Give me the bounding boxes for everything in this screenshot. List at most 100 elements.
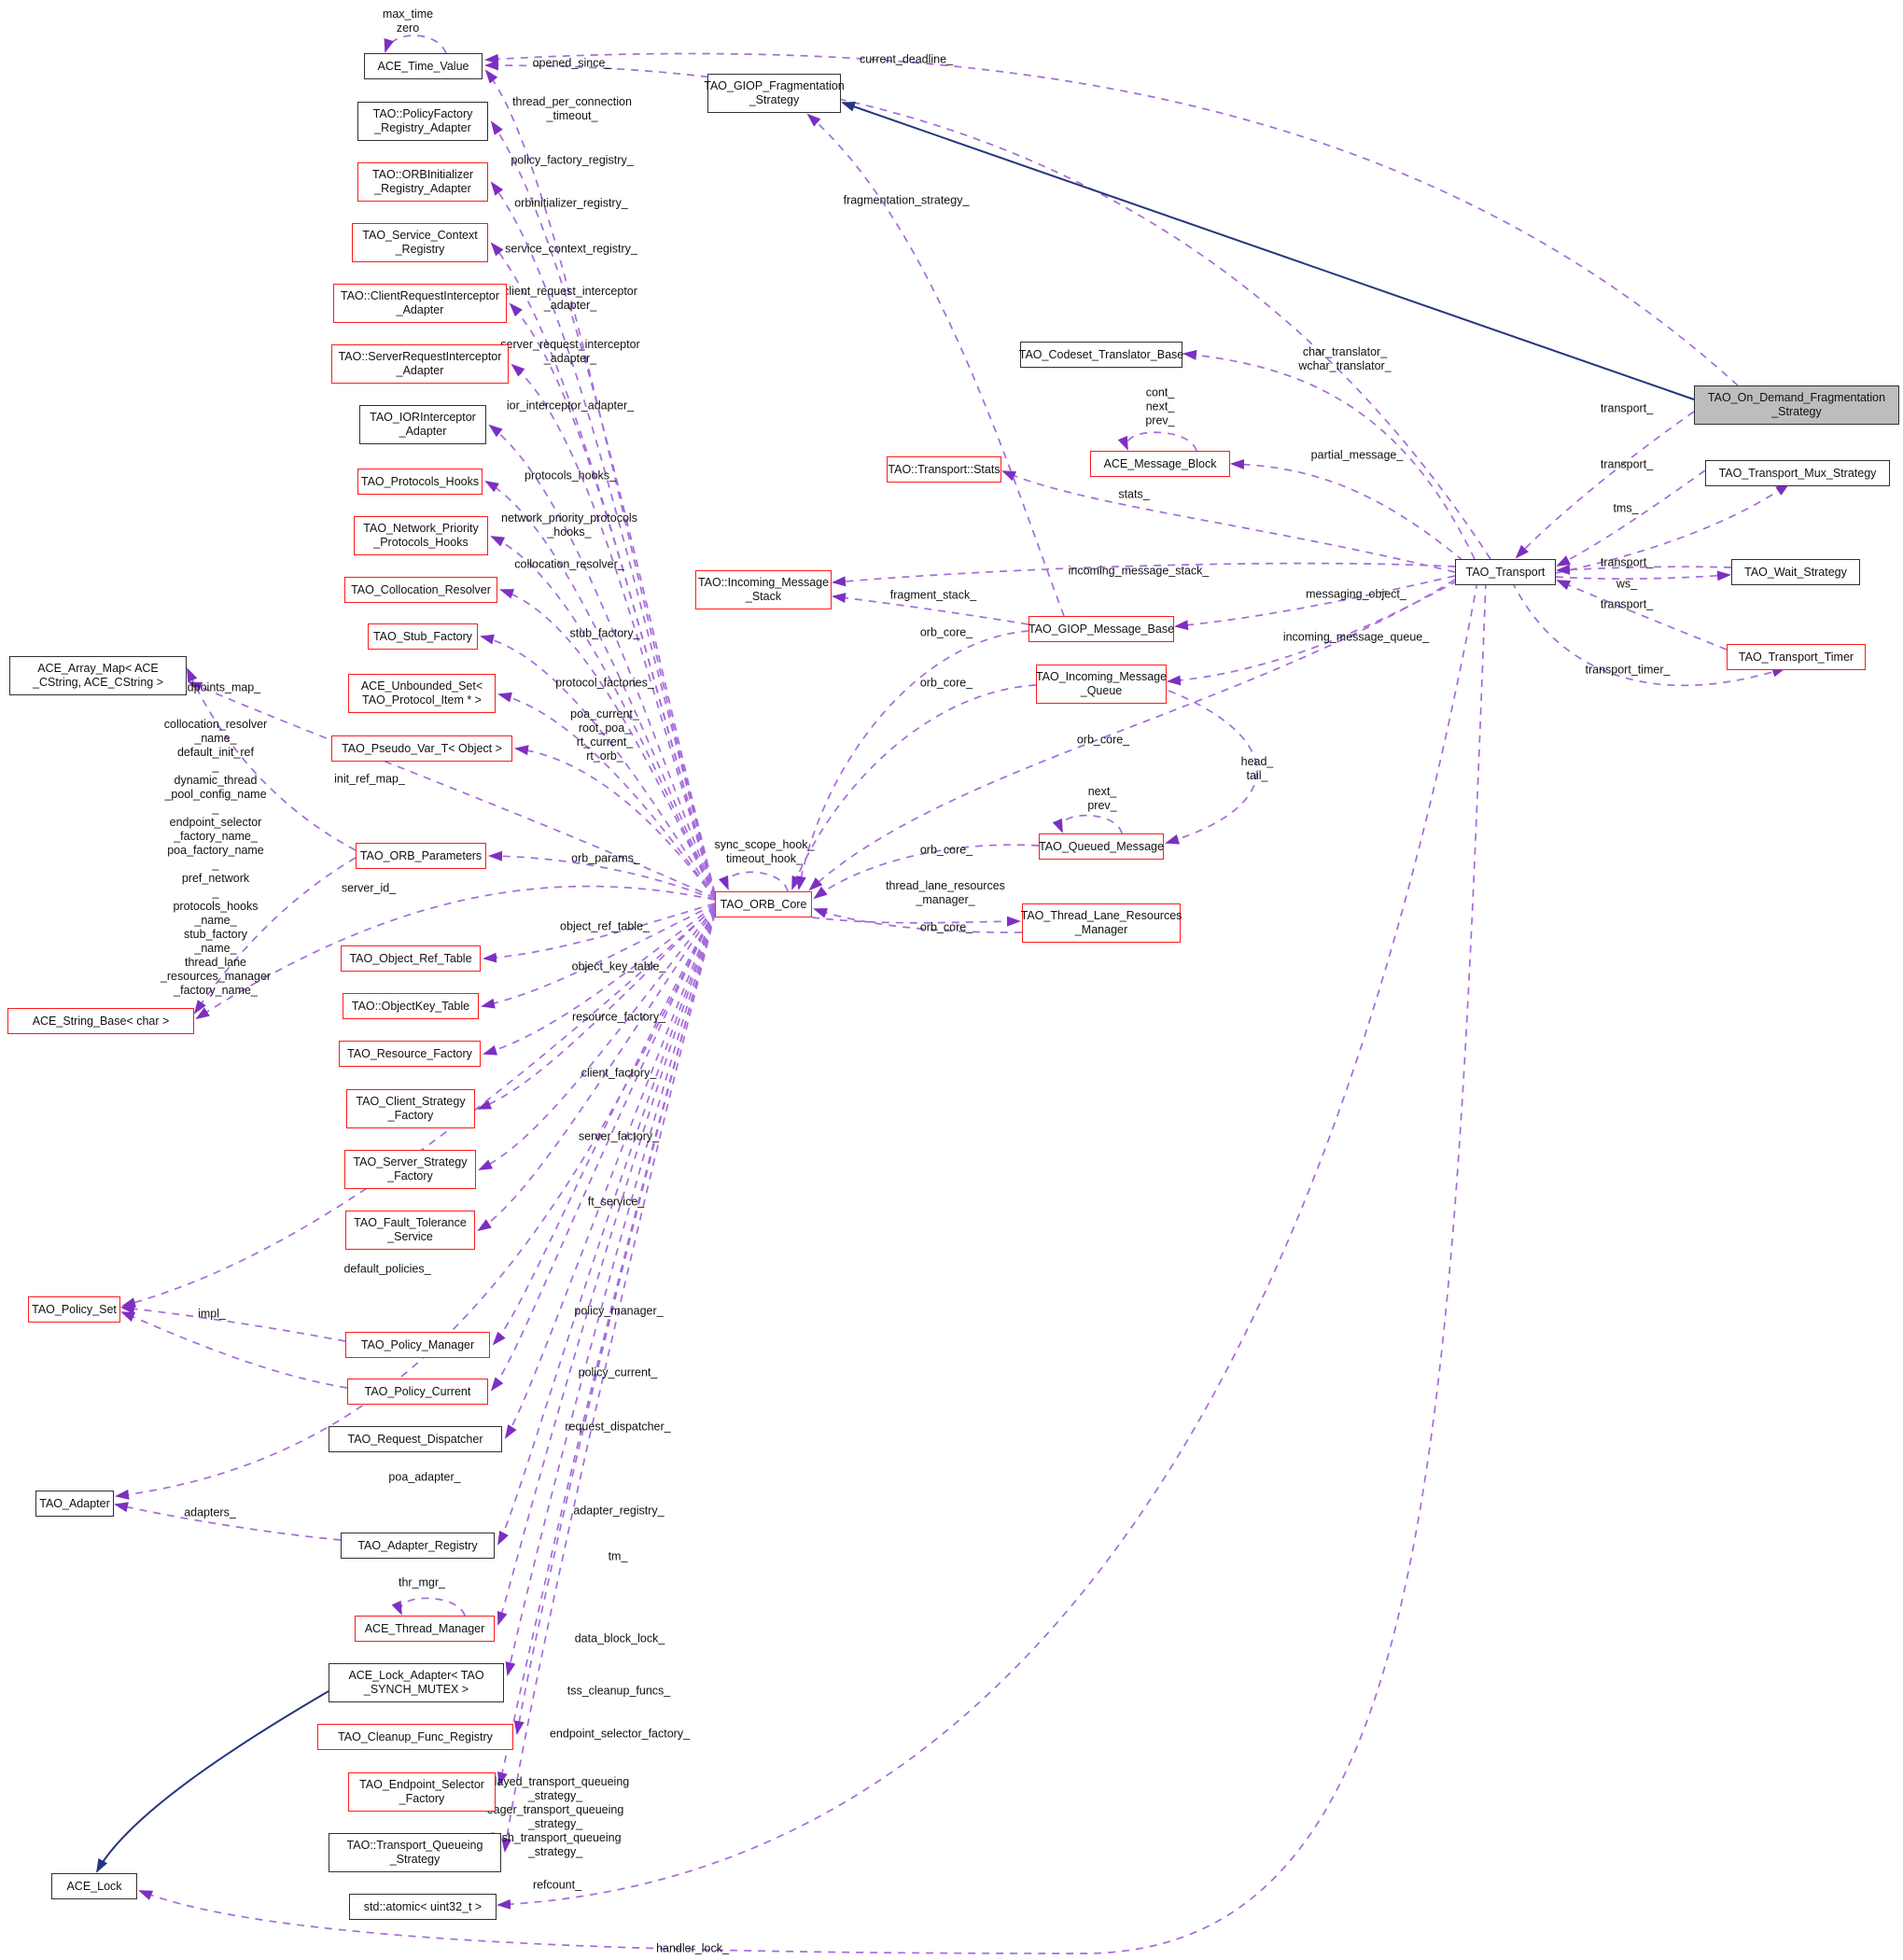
edge-label-ior-interceptor-adapter: ior_interceptor_adapter_ — [506, 399, 635, 413]
edge — [497, 910, 716, 1546]
edge — [1515, 411, 1695, 559]
node-thread-lane-resources-manager[interactable]: TAO_Thread_Lane_Resources _Manager — [1021, 903, 1182, 943]
edge — [121, 906, 716, 1308]
edge — [1555, 483, 1790, 574]
edge — [477, 905, 716, 1110]
node-server-strategy-factory[interactable]: TAO_Server_Strategy _Factory — [344, 1150, 476, 1189]
node-pseudo-var-t-object[interactable]: TAO_Pseudo_Var_T< Object > — [331, 735, 512, 762]
edge — [384, 35, 447, 54]
edge-label-orb-core-e: orb_core_ — [919, 920, 973, 934]
node-array-map-cstring[interactable]: ACE_Array_Map< ACE _CString, ACE_CString… — [9, 656, 187, 695]
edge-label-protocols-hooks: protocols_hooks_ — [525, 469, 616, 483]
node-transport-mux-strategy[interactable]: TAO_Transport_Mux_Strategy — [1705, 460, 1890, 486]
node-collocation-resolver[interactable]: TAO_Collocation_Resolver — [344, 577, 497, 603]
edge — [832, 562, 1456, 587]
edge — [195, 885, 716, 1020]
edge-label-fragmentation-strategy: fragmentation_strategy_ — [843, 193, 970, 207]
node-fault-tolerance-service[interactable]: TAO_Fault_Tolerance _Service — [345, 1211, 475, 1250]
edge-label-char-wchar-translator: char_translator_ wchar_translator_ — [1298, 345, 1392, 372]
edge-label-transport-timer: transport_timer_ — [1585, 663, 1671, 677]
edge-label-endpoint-selector-factory: endpoint_selector_factory_ — [549, 1727, 691, 1741]
edge — [813, 908, 1023, 933]
edge-label-data-block-lock: data_block_lock_ — [574, 1631, 665, 1645]
node-string-base-char[interactable]: ACE_String_Base< char > — [7, 1008, 194, 1034]
node-std-atomic-uint32[interactable]: std::atomic< uint32_t > — [349, 1894, 497, 1920]
node-objectkey-table[interactable]: TAO::ObjectKey_Table — [343, 993, 479, 1019]
edge-label-server-id: server_id_ — [341, 881, 397, 895]
node-endpoint-selector-factory[interactable]: TAO_Endpoint_Selector _Factory — [348, 1772, 496, 1812]
node-request-dispatcher[interactable]: TAO_Request_Dispatcher — [329, 1426, 502, 1452]
edge-label-adapters: adapters_ — [184, 1505, 236, 1519]
node-client-request-interceptor-adapter[interactable]: TAO::ClientRequestInterceptor _Adapter — [333, 284, 507, 323]
edge — [505, 911, 716, 1676]
inheritance-edge — [841, 102, 1695, 400]
node-transport-timer[interactable]: TAO_Transport_Timer — [1727, 644, 1866, 670]
node-cleanup-func-registry[interactable]: TAO_Cleanup_Func_Registry — [317, 1724, 513, 1750]
node-queued-message[interactable]: TAO_Queued_Message — [1039, 833, 1164, 860]
edge-label-tm: tm_ — [608, 1549, 628, 1563]
node-orb-core[interactable]: TAO_ORB_Core — [715, 891, 812, 917]
edge — [511, 363, 716, 897]
edge — [1511, 581, 1786, 687]
edge — [120, 1303, 346, 1342]
edge — [514, 745, 716, 900]
node-adapter-registry[interactable]: TAO_Adapter_Registry — [341, 1533, 495, 1559]
edge-label-impl: impl_ — [198, 1307, 226, 1321]
node-client-strategy-factory[interactable]: TAO_Client_Strategy _Factory — [346, 1089, 475, 1128]
node-policy-current[interactable]: TAO_Policy_Current — [347, 1379, 488, 1405]
node-ace-lock[interactable]: ACE_Lock — [51, 1873, 137, 1899]
node-wait-strategy[interactable]: TAO_Wait_Strategy — [1731, 559, 1860, 585]
edge-label-default-policies: default_policies_ — [343, 1262, 431, 1276]
edge-label-resource-factory: resource_factory_ — [571, 1010, 666, 1024]
node-incoming-message-stack[interactable]: TAO::Incoming_Message _Stack — [695, 570, 832, 609]
node-incoming-message-queue[interactable]: TAO_Incoming_Message _Queue — [1036, 665, 1167, 704]
node-policyfactory-registry-adapter[interactable]: TAO::PolicyFactory _Registry_Adapter — [357, 102, 488, 141]
node-transport-queueing-strategy[interactable]: TAO::Transport_Queueing _Strategy — [329, 1833, 501, 1872]
edge — [1165, 690, 1258, 845]
edge — [484, 60, 1491, 560]
node-object-ref-table[interactable]: TAO_Object_Ref_Table — [341, 945, 481, 972]
node-unbounded-set-protocol-item[interactable]: ACE_Unbounded_Set< TAO_Protocol_Item * > — [348, 674, 496, 713]
node-transport-stats[interactable]: TAO::Transport::Stats — [887, 456, 1001, 483]
edge-label-network-priority-protocols-hooks: network_priority_protocols _hooks_ — [501, 511, 637, 539]
edge — [483, 903, 716, 963]
node-adapter[interactable]: TAO_Adapter — [35, 1491, 114, 1517]
node-network-priority-protocols-hooks[interactable]: TAO_Network_Priority _Protocols_Hooks — [354, 516, 488, 555]
node-policy-set[interactable]: TAO_Policy_Set — [28, 1296, 120, 1323]
edge — [795, 630, 1029, 890]
edge — [477, 907, 716, 1232]
edge — [488, 424, 716, 897]
edge — [488, 850, 716, 901]
node-orbinitializer-registry-adapter[interactable]: TAO::ORBInitializer _Registry_Adapter — [357, 162, 488, 202]
edge-label-object-ref-table: object_ref_table_ — [560, 919, 650, 933]
node-ace-time-value[interactable]: ACE_Time_Value — [364, 53, 483, 79]
node-transport[interactable]: TAO_Transport — [1455, 559, 1556, 585]
node-server-request-interceptor-adapter[interactable]: TAO::ServerRequestInterceptor _Adapter — [331, 344, 509, 384]
node-orb-parameters[interactable]: TAO_ORB_Parameters — [356, 843, 486, 869]
node-policy-manager[interactable]: TAO_Policy_Manager — [345, 1332, 490, 1358]
node-ace-message-block[interactable]: ACE_Message_Block — [1090, 451, 1230, 477]
node-giop-fragmentation-strategy[interactable]: TAO_GIOP_Fragmentation _Strategy — [704, 74, 845, 113]
node-giop-message-base[interactable]: TAO_GIOP_Message_Base — [1028, 616, 1174, 642]
edge — [1556, 469, 1706, 567]
node-stub-factory[interactable]: TAO_Stub_Factory — [368, 623, 478, 650]
node-resource-factory[interactable]: TAO_Resource_Factory — [339, 1041, 481, 1067]
edge — [509, 302, 716, 896]
node-thread-manager[interactable]: ACE_Thread_Manager — [355, 1616, 495, 1642]
node-service-context-registry[interactable]: TAO_Service_Context _Registry — [352, 223, 488, 262]
node-ior-interceptor-adapter[interactable]: TAO_IORInterceptor _Adapter — [359, 405, 486, 444]
node-lock-adapter-synch-mutex[interactable]: ACE_Lock_Adapter< TAO _SYNCH_MUTEX > — [329, 1663, 504, 1702]
edge-label-fragment-stack: fragment_stack_ — [889, 588, 977, 602]
node-codeset-translator-base[interactable]: TAO_Codeset_Translator_Base — [1019, 342, 1183, 368]
edge-label-policy-manager: policy_manager_ — [574, 1304, 664, 1318]
edge — [193, 857, 357, 1015]
edge-label-tss-cleanup-funcs: tss_cleanup_funcs_ — [567, 1684, 671, 1698]
edge — [497, 581, 1478, 1910]
edge-label-orb-params: orb_params_ — [571, 851, 640, 865]
node-protocols-hooks[interactable]: TAO_Protocols_Hooks — [357, 469, 483, 495]
edge-label-handler-lock: handler_lock_ — [656, 1941, 729, 1955]
edge-label-server-factory: server_factory_ — [578, 1129, 660, 1143]
edge — [1555, 570, 1731, 581]
edge-label-server-request-interceptor-adapter: server_request_interceptor _adapter_ — [500, 338, 640, 365]
edge-label-next-prev: next_ prev_ — [1087, 785, 1117, 812]
